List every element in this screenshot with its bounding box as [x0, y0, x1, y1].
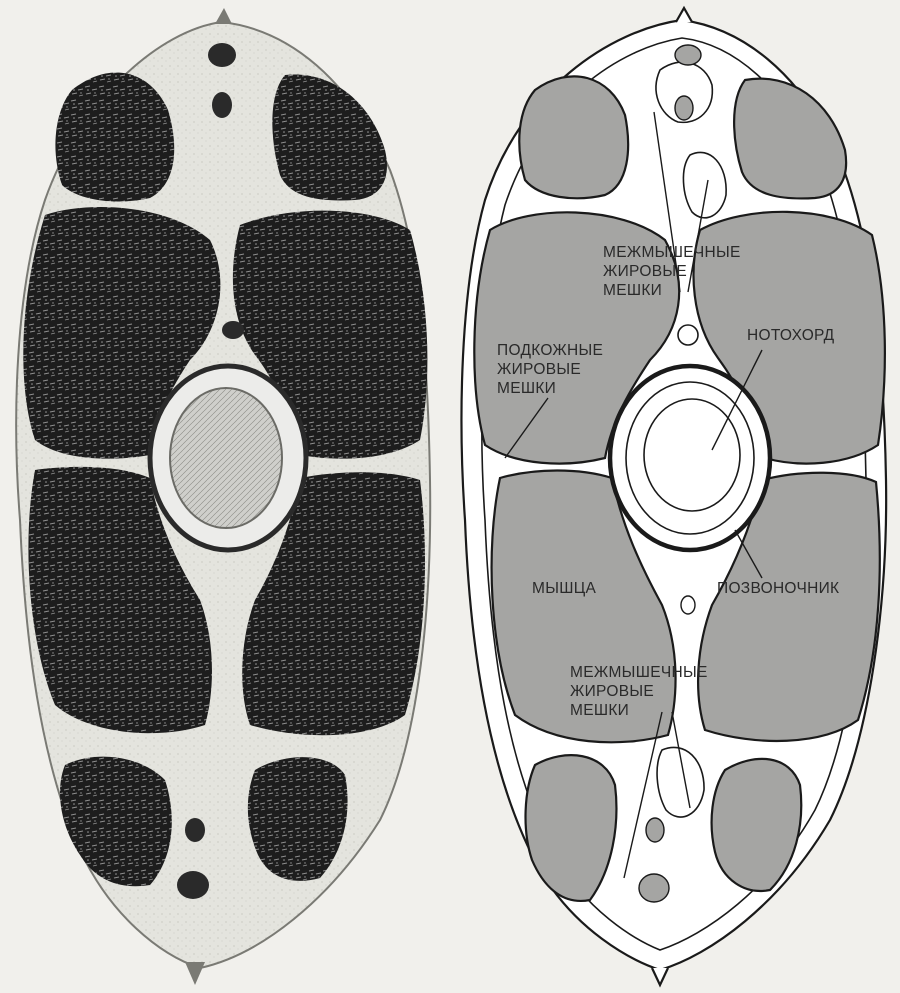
micrograph-bottom-structure-2 — [177, 871, 209, 899]
schematic-ventral-tip — [652, 968, 668, 985]
schematic-dorsal-tip — [676, 8, 692, 22]
label-line: МЕЖМЫШЕЧНЫЕ — [603, 244, 741, 261]
schematic-upper-right-muscle — [734, 79, 846, 199]
schematic-lower-left-muscle — [526, 755, 617, 901]
label-line: МЕЖМЫШЕЧНЫЕ — [570, 664, 708, 681]
label-line: МЕШКИ — [603, 282, 662, 299]
schematic-top-structure — [675, 45, 701, 65]
label-notochord: НОТОХОРД — [747, 327, 835, 344]
micrograph-neural-spot — [222, 321, 244, 339]
schematic-top-structure-2 — [675, 96, 693, 120]
schematic-upper-left-muscle — [519, 76, 628, 198]
micrograph-top-structure-2 — [212, 92, 232, 118]
schematic-neural-canal — [678, 325, 698, 345]
micrograph-bottom-structure — [185, 818, 205, 842]
micrograph-upper-left-muscle — [55, 73, 174, 202]
label-line: ЖИРОВЫЕ — [603, 263, 687, 280]
schematic-notochord — [644, 399, 740, 511]
label-line: МЕШКИ — [570, 702, 629, 719]
micrograph-notochord — [170, 388, 282, 528]
schematic-bottom-structure-2 — [639, 874, 669, 902]
label-line: МЕШКИ — [497, 380, 556, 397]
label-line: ЖИРОВЫЕ — [570, 683, 654, 700]
micrograph-ventral-tip — [185, 962, 205, 985]
label-muscle: МЫШЦА — [532, 580, 597, 597]
micrograph-section — [16, 8, 430, 985]
label-spine: ПОЗВОНОЧНИК — [717, 580, 839, 597]
schematic-hemal-canal — [681, 596, 695, 614]
micrograph-top-structure — [208, 43, 236, 67]
micrograph-lower-left-muscle — [60, 757, 172, 887]
micrograph-dorsal-tip — [215, 8, 232, 24]
label-line: ПОДКОЖНЫЕ — [497, 342, 603, 359]
schematic-section — [462, 8, 887, 985]
label-line: ЖИРОВЫЕ — [497, 361, 581, 378]
schematic-bottom-structure — [646, 818, 664, 842]
micrograph-upper-right-muscle — [272, 74, 387, 200]
